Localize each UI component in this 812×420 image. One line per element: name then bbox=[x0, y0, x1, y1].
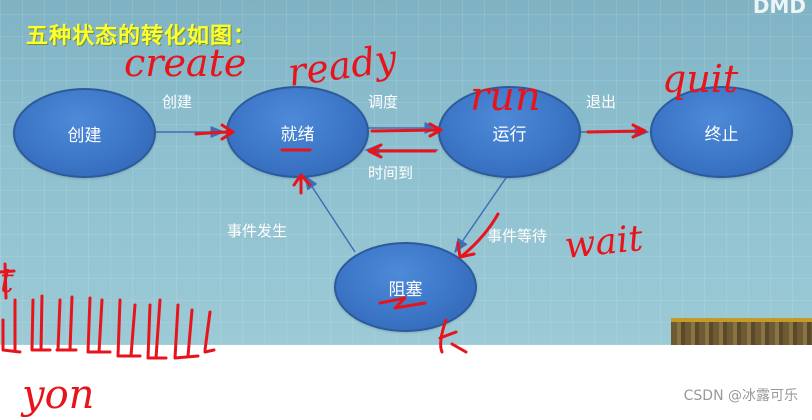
state-create-label: 创建 bbox=[67, 125, 102, 146]
edge-label-timeout: 时间到 bbox=[368, 164, 414, 182]
edge-label-event-wait: 事件等待 bbox=[487, 227, 548, 245]
state-terminate: 终止 bbox=[650, 86, 793, 178]
presenter-video-thumbnail bbox=[671, 318, 812, 345]
state-run-label: 运行 bbox=[492, 124, 527, 145]
state-blocked-label: 阻塞 bbox=[388, 279, 423, 300]
edge-label-exit: 退出 bbox=[586, 93, 617, 111]
state-create: 创建 bbox=[13, 88, 156, 178]
state-blocked: 阻塞 bbox=[334, 242, 477, 332]
edge-label-event-occur: 事件发生 bbox=[227, 222, 288, 240]
handwritten-t: t bbox=[0, 261, 14, 301]
handwritten-create: create bbox=[124, 41, 246, 85]
state-ready-label: 就绪 bbox=[280, 124, 315, 145]
handwritten-wait: wait bbox=[563, 218, 646, 267]
slide-stage: 五种状态的转化如图： DMD 创建 就绪 运行 终止 阻塞 创建 调度 时间到 … bbox=[0, 0, 812, 345]
state-run: 运行 bbox=[438, 86, 581, 178]
annotation-strokes bbox=[0, 122, 647, 360]
slide-title: 五种状态的转化如图： bbox=[26, 24, 257, 49]
handwritten-run: run bbox=[470, 74, 541, 120]
arrow-run-blocked bbox=[454, 174, 509, 254]
corner-watermark: DMD bbox=[752, 0, 806, 18]
edge-label-schedule: 调度 bbox=[368, 93, 399, 111]
handwritten-yon: yon bbox=[20, 372, 94, 418]
handwritten-quit: quit bbox=[662, 57, 739, 101]
handwritten-ready: ready bbox=[285, 36, 400, 95]
state-terminate-label: 终止 bbox=[704, 124, 739, 145]
csdn-credit: CSDN @冰露可乐 bbox=[683, 388, 798, 404]
arrow-blocked-ready bbox=[304, 174, 356, 253]
edge-label-create: 创建 bbox=[162, 93, 193, 111]
state-ready: 就绪 bbox=[226, 86, 369, 178]
